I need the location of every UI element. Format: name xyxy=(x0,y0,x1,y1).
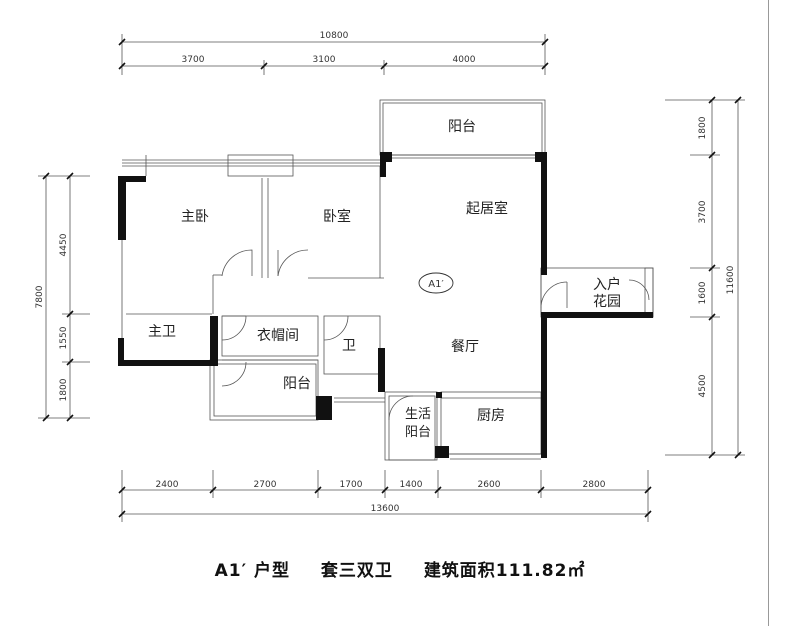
label-kitchen: 厨房 xyxy=(477,408,505,424)
caption-layout: 套三双卫 xyxy=(320,561,393,581)
label-entry-garden-line1: 入户 xyxy=(593,276,621,293)
dim-bottom-segment-6: 2800 xyxy=(583,480,606,490)
label-master-bath: 主卫 xyxy=(148,324,176,340)
left-dimension-lines xyxy=(38,172,90,422)
dim-left-segment-1: 4450 xyxy=(59,233,69,256)
label-entry-garden-line2: 花园 xyxy=(593,294,621,310)
dim-right-segment-3: 1600 xyxy=(698,281,708,304)
dim-bottom-segment-3: 1700 xyxy=(340,480,363,490)
dim-left-segment-2: 1550 xyxy=(59,326,69,349)
door-swings xyxy=(221,249,650,421)
plan-caption: A1′ 户型 套三双卫 建筑面积111.82㎡ xyxy=(0,556,800,581)
label-living-room: 起居室 xyxy=(466,200,508,217)
label-service-balcony-line1: 生活 xyxy=(405,407,431,422)
dim-right-total: 11600 xyxy=(726,265,736,294)
dim-top-segment-3: 4000 xyxy=(453,55,476,65)
dim-right-segment-2: 3700 xyxy=(698,200,708,223)
top-dimension-lines xyxy=(118,34,549,75)
label-balcony-top: 阳台 xyxy=(448,119,476,135)
dim-top-segment-1: 3700 xyxy=(182,55,205,65)
page-edge-line xyxy=(768,0,769,626)
dim-bottom-segment-1: 2400 xyxy=(156,480,179,490)
thick-walls xyxy=(118,152,653,458)
label-bath: 卫 xyxy=(342,338,356,354)
caption-area: 建筑面积111.82㎡ xyxy=(423,561,586,581)
dim-top-total: 10800 xyxy=(320,31,349,41)
dim-left-segment-3: 1800 xyxy=(59,378,69,401)
dim-right-segment-1: 1800 xyxy=(698,116,708,139)
thin-walls xyxy=(121,99,654,461)
dim-bottom-segment-4: 1400 xyxy=(400,480,423,490)
caption-unit-type: A1′ 户型 xyxy=(214,561,290,581)
label-closet: 衣帽间 xyxy=(257,328,299,344)
dim-top-segment-2: 3100 xyxy=(313,55,336,65)
label-bedroom: 卧室 xyxy=(323,208,351,225)
bottom-dimension-lines xyxy=(118,470,652,522)
unit-tag: A1′ xyxy=(428,279,444,290)
label-dining: 餐厅 xyxy=(451,339,479,355)
label-balcony-small: 阳台 xyxy=(283,376,311,392)
dim-left-total: 7800 xyxy=(35,285,45,308)
dim-right-segment-4: 4500 xyxy=(698,374,708,397)
dim-bottom-segment-5: 2600 xyxy=(478,480,501,490)
unit-tag-ellipse xyxy=(418,272,454,294)
dim-bottom-segment-2: 2700 xyxy=(254,480,277,490)
right-dimension-lines xyxy=(665,96,745,459)
dim-bottom-total: 13600 xyxy=(371,504,400,514)
floor-plan: 10800 3700 3100 4000 2400 2700 1700 1400… xyxy=(35,31,745,522)
label-master-bedroom: 主卧 xyxy=(181,209,209,225)
label-service-balcony-line2: 阳台 xyxy=(405,425,431,440)
